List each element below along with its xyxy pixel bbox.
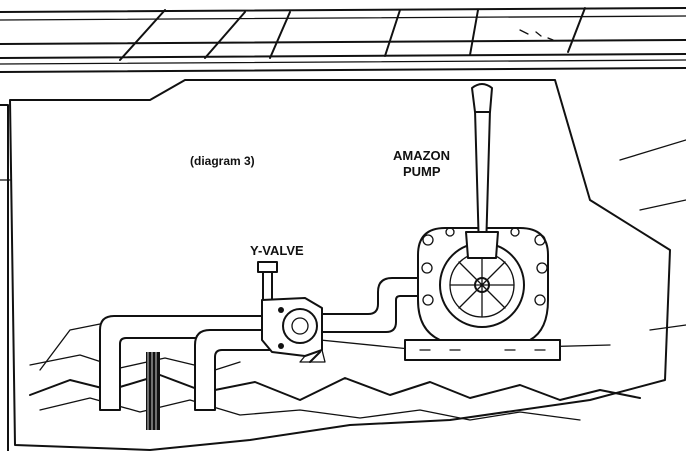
pump-label-line1: AMAZON (393, 148, 450, 163)
y-valve (257, 261, 326, 363)
pump-label-line2: PUMP (403, 164, 441, 179)
deck-structure (0, 7, 686, 73)
valve-label: Y-VALVE (250, 243, 304, 258)
discharge-pipe (321, 277, 421, 333)
bilge-strainer (146, 352, 160, 430)
amazon-pump (404, 83, 561, 361)
diagram-caption: (diagram 3) (190, 154, 255, 168)
bilge-water (29, 354, 641, 421)
